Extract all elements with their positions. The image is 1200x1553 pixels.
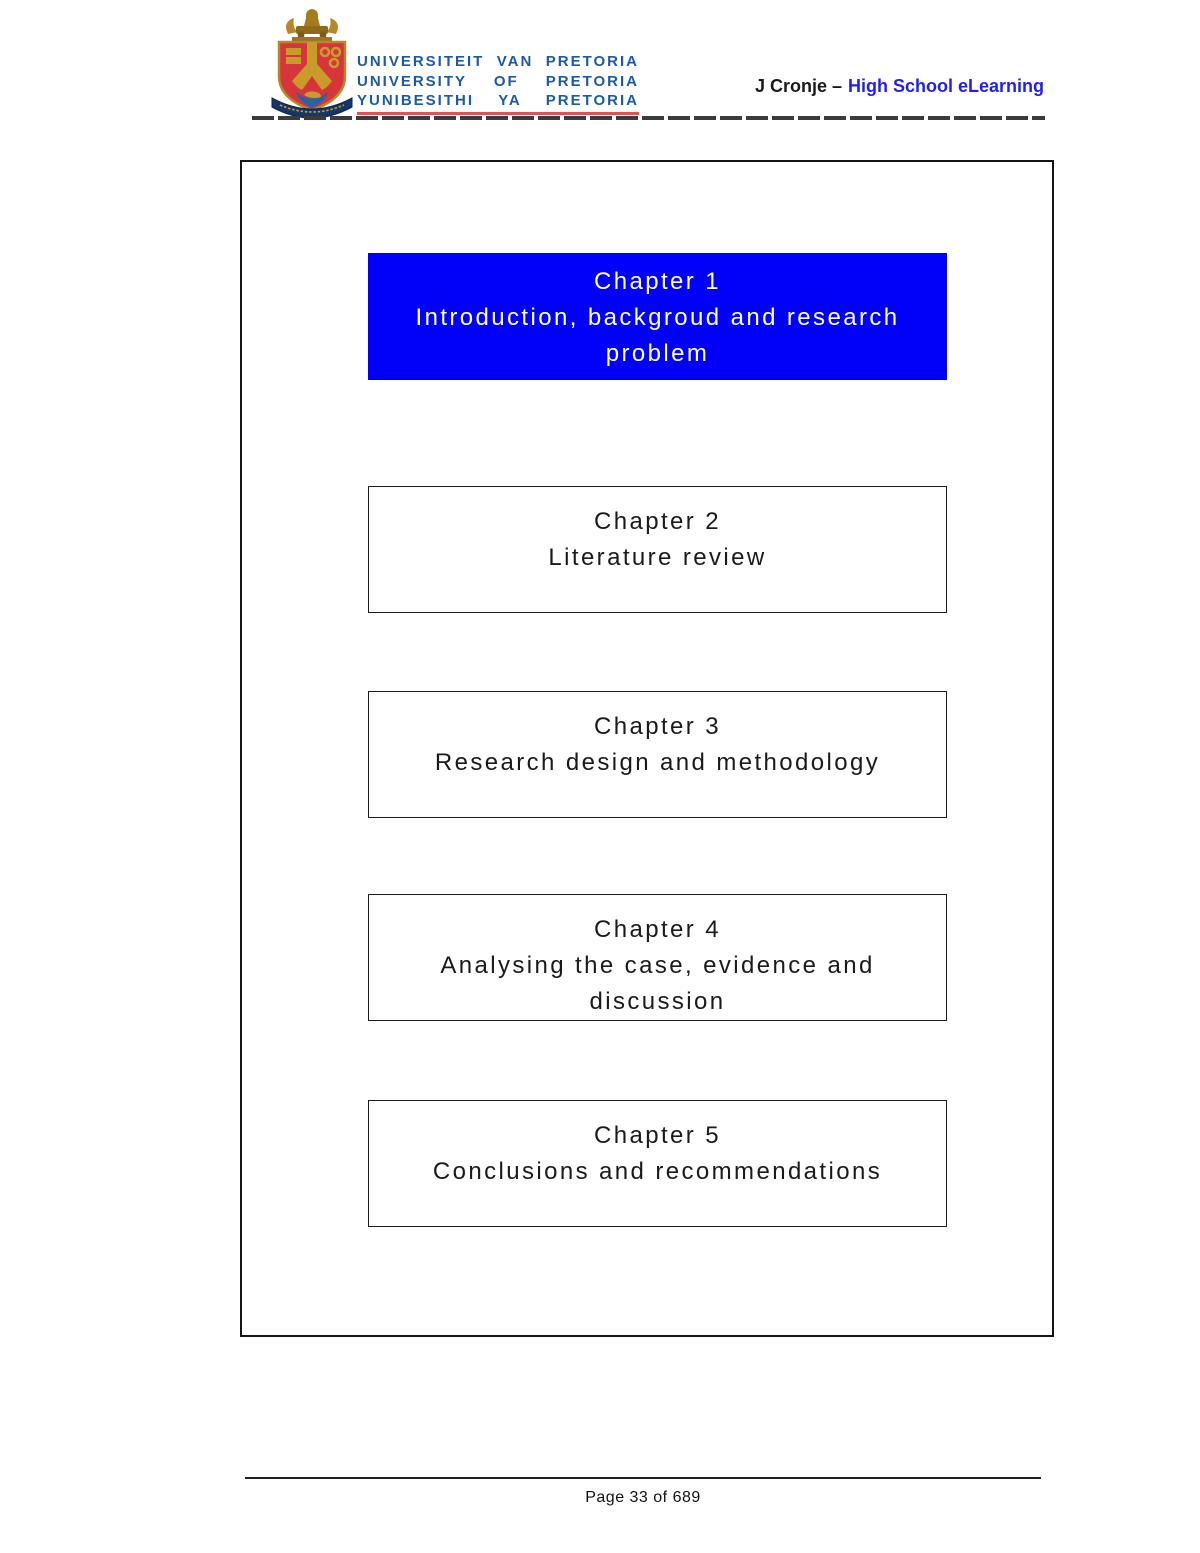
wordmark-line-afrikaans: UNIVERSITEIT VAN PRETORIA [357,53,639,70]
wordmark-line-english: UNIVERSITY OF PRETORIA [357,72,639,90]
crest-ornament [286,9,338,41]
crest-banner [271,97,353,119]
crest-shield [277,40,347,112]
author-name: J Cronje – [754,76,842,96]
chapter-4-subtitle: Analysing the case, evidence and discuss… [440,952,875,1015]
chapter-2-title: Chapter 2 [594,508,721,535]
university-crest-logo [271,9,353,119]
chapter-1-subtitle: Introduction, backgroud and research pro… [415,304,900,367]
document-header: J Cronje –High School eLearning [640,76,1044,97]
chapter-3-title: Chapter 3 [594,713,721,740]
chapter-diagram-frame: Chapter 1 Introduction, backgroud and re… [240,160,1054,1337]
chapter-2-subtitle: Literature review [548,544,767,571]
header-divider [252,116,1045,120]
document-title: High School eLearning [847,76,1044,96]
chapter-5-title: Chapter 5 [594,1122,721,1149]
chapter-2-box: Chapter 2 Literature review [368,486,947,613]
chapter-5-subtitle: Conclusions and recommendations [432,1158,883,1185]
wordmark-line-sepedi: YUNIBESITHI YA PRETORIA [357,91,639,115]
chapter-1-box: Chapter 1 Introduction, backgroud and re… [368,253,947,380]
page-number: Page 33 of 689 [585,1489,701,1506]
chapter-1-title: Chapter 1 [594,268,721,295]
chapter-5-box: Chapter 5 Conclusions and recommendation… [368,1100,947,1227]
chapter-3-box: Chapter 3 Research design and methodolog… [368,691,947,818]
university-wordmark: UNIVERSITEIT VAN PRETORIA UNIVERSITY OF … [357,52,639,115]
chapter-4-box: Chapter 4 Analysing the case, evidence a… [368,894,947,1021]
chapter-4-title: Chapter 4 [594,916,721,943]
footer-divider [245,1477,1041,1479]
chapter-3-subtitle: Research design and methodology [434,749,881,776]
